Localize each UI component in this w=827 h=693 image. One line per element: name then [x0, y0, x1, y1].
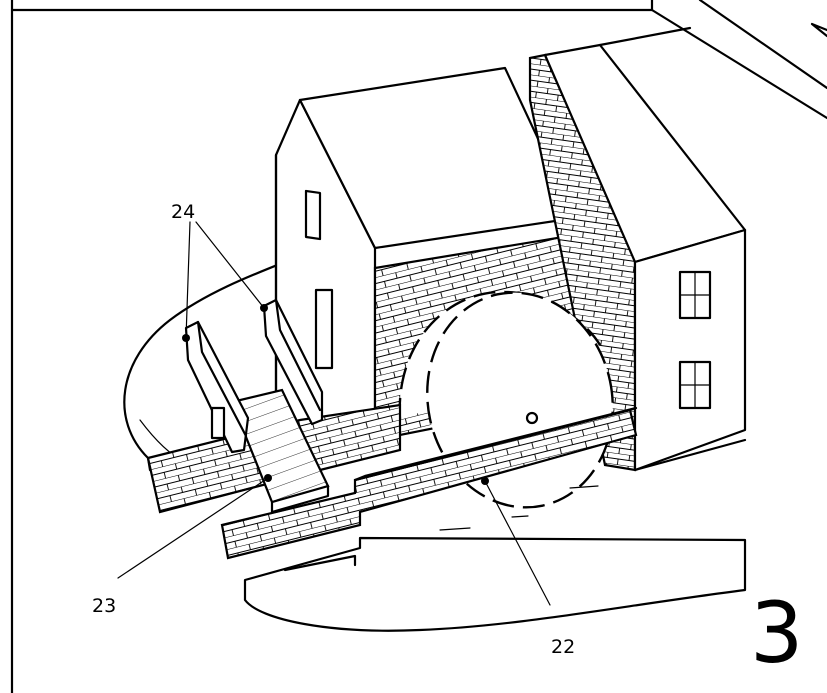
part-23-bridge-deck	[230, 388, 330, 514]
leader-24b	[195, 221, 265, 309]
marker-22	[481, 477, 489, 485]
leader-22	[484, 480, 551, 606]
marker-24a	[182, 334, 190, 342]
step-number: 3	[750, 584, 803, 682]
callout-24: 24	[171, 201, 195, 223]
marker-23	[264, 474, 272, 482]
callout-22: 22	[551, 636, 575, 658]
leader-lines	[117, 221, 551, 606]
window-upper	[678, 270, 712, 320]
leader-24a	[185, 221, 191, 339]
wheel-axle-icon	[525, 411, 539, 425]
leader-23	[117, 477, 269, 579]
river-base	[243, 485, 747, 632]
part-22-brick-wall	[220, 406, 638, 560]
window-lower	[678, 360, 712, 410]
part-24-railing-right	[262, 298, 324, 426]
panel-frame	[10, 0, 827, 693]
marker-24b	[260, 304, 268, 312]
part-24-railing-left	[184, 320, 250, 454]
house-right	[543, 26, 747, 472]
callout-23: 23	[92, 595, 116, 617]
